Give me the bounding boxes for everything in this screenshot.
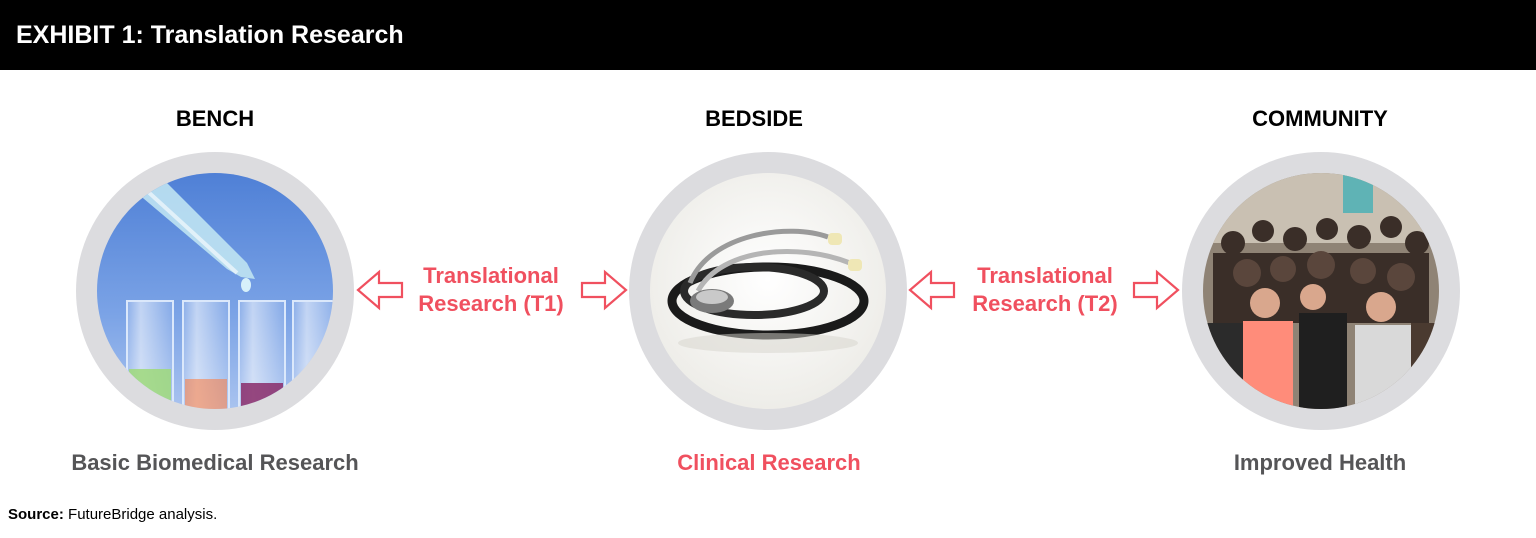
header-bar: EXHIBIT 1: Translation Research xyxy=(0,0,1536,70)
community-circle xyxy=(1182,152,1460,430)
stage-label-community: COMMUNITY xyxy=(1252,106,1388,131)
source-label: Source: xyxy=(8,506,64,523)
caption-clinical-research: Clinical Research xyxy=(677,450,861,475)
bench-circle xyxy=(76,152,354,430)
test-tubes-pipette-photo xyxy=(97,173,333,409)
connector-t2-line1: Translational xyxy=(977,263,1113,288)
crowd-photo xyxy=(1203,173,1439,409)
exhibit-title: EXHIBIT 1: Translation Research xyxy=(16,21,404,49)
stage-label-bedside: BEDSIDE xyxy=(705,106,803,131)
stethoscope-photo xyxy=(650,173,886,409)
connector-t1-line2: Research (T1) xyxy=(418,291,564,316)
arrow-right-icon xyxy=(580,269,628,311)
connector-t1-label: Translational Research (T1) xyxy=(396,262,586,318)
connector-t2-label: Translational Research (T2) xyxy=(950,262,1140,318)
source-note: Source: FutureBridge analysis. xyxy=(8,506,217,524)
bedside-circle xyxy=(629,152,907,430)
arrow-left-icon xyxy=(908,269,956,311)
caption-basic-biomedical-research: Basic Biomedical Research xyxy=(71,450,359,475)
connector-t2-line2: Research (T2) xyxy=(972,291,1118,316)
stage-label-bench: BENCH xyxy=(175,106,255,131)
arrow-right-icon xyxy=(1132,269,1180,311)
source-text: FutureBridge analysis. xyxy=(68,506,218,523)
caption-improved-health: Improved Health xyxy=(1233,450,1407,475)
arrow-left-icon xyxy=(356,269,404,311)
connector-t1-line1: Translational xyxy=(423,263,559,288)
